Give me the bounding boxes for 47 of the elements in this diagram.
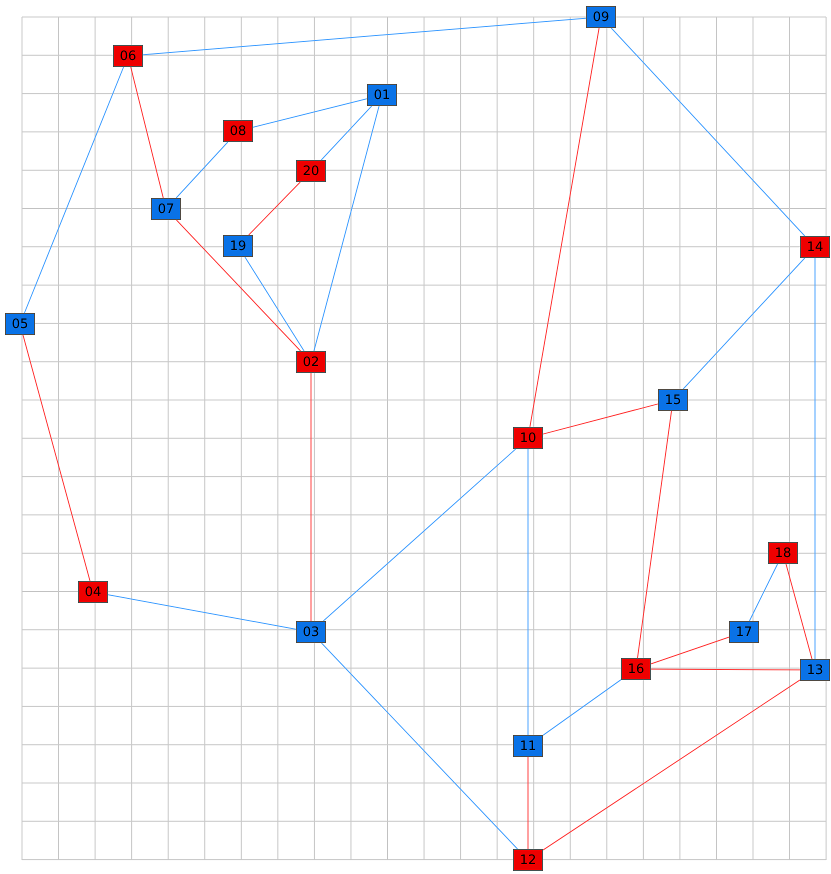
connector-line xyxy=(682,258,806,390)
connector-line xyxy=(313,106,380,352)
connector-line xyxy=(322,448,516,622)
connector-line xyxy=(529,28,600,428)
connector-line xyxy=(650,668,800,670)
connector-line xyxy=(637,410,672,658)
node-label: 02 xyxy=(296,351,326,373)
node-label: 18 xyxy=(768,542,798,564)
connector-line xyxy=(748,564,778,622)
node-label: 19 xyxy=(223,235,253,257)
connector-line xyxy=(244,256,305,352)
node-label: 01 xyxy=(367,84,397,106)
connector-line xyxy=(320,642,518,850)
node-label: 13 xyxy=(800,659,830,681)
node-label: 12 xyxy=(513,849,543,871)
node-label: 05 xyxy=(5,313,35,335)
connector-line xyxy=(542,679,622,736)
connector-line xyxy=(108,594,296,630)
node-label: 17 xyxy=(729,621,759,643)
node-label: 07 xyxy=(151,198,181,220)
node-label: 16 xyxy=(621,658,651,680)
connector-line xyxy=(542,403,658,435)
connector-line xyxy=(176,142,228,198)
connector-line xyxy=(22,334,90,582)
node-label: 10 xyxy=(513,427,543,449)
node-label: 08 xyxy=(223,120,253,142)
connector-line xyxy=(542,679,800,851)
node-label: 15 xyxy=(658,389,688,411)
connector-line xyxy=(248,182,301,236)
connector-line xyxy=(814,258,816,660)
node-label: 06 xyxy=(113,45,143,67)
node-label: 11 xyxy=(513,735,543,757)
connector-line xyxy=(320,106,372,160)
connector-line xyxy=(24,66,124,314)
node-label: 04 xyxy=(78,581,108,603)
connector-line xyxy=(310,372,312,622)
connector-line xyxy=(130,66,164,198)
connector-line xyxy=(252,98,368,128)
connector-line xyxy=(176,220,302,352)
connector-line xyxy=(786,564,812,660)
node-label: 03 xyxy=(296,621,326,643)
node-label: 20 xyxy=(296,160,326,182)
connector-line xyxy=(650,636,730,664)
node-label: 09 xyxy=(586,6,616,28)
connector-line xyxy=(142,18,586,56)
node-label: 14 xyxy=(800,236,830,258)
connector-line xyxy=(610,28,806,236)
